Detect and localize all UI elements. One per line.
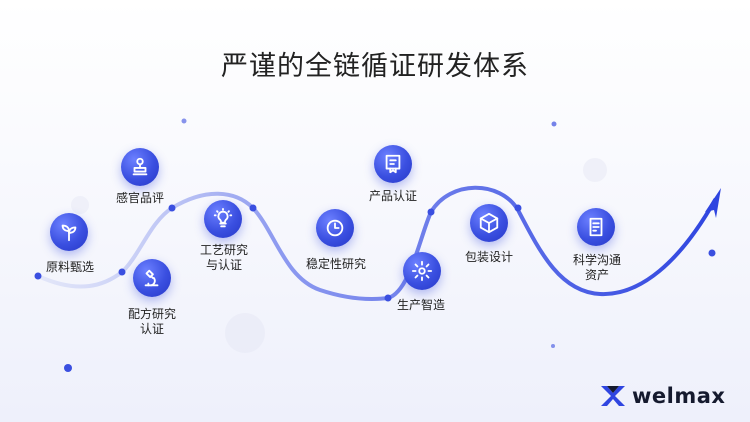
lightbulb-icon [213,208,233,228]
step-node-packaging [470,204,508,242]
curve-dot [181,118,187,124]
bg-bubble [583,158,607,182]
step-label-communication: 科学沟通资产 [572,253,622,282]
curve-dot [551,344,555,348]
step-node-sensory [121,148,159,186]
step-node-formula [133,259,171,297]
step-node-process [204,200,242,238]
flow-arrowhead [705,188,721,218]
step-label-formula: 配方研究认证 [127,307,177,336]
curve-dot [64,364,72,372]
welmax-logo-mark-icon [601,386,625,406]
step-label-manufacturing: 生产智造 [396,298,446,312]
step-label-sourcing: 原料甄选 [45,260,95,274]
curve-dot [514,204,522,212]
curve-dot [551,121,557,127]
microscope-icon [144,269,159,287]
curve-dot [427,208,435,216]
bg-bubble [71,196,89,214]
curve-dot [384,294,392,302]
curve-dot [118,268,126,276]
step-label-certification: 产品认证 [368,189,418,203]
step-node-stability [316,209,354,247]
curve-dot [249,204,257,212]
bg-bubble [225,313,265,353]
step-label-process: 工艺研究与认证 [199,243,249,272]
curve-dot [34,272,42,280]
step-label-stability: 稳定性研究 [305,257,367,271]
page-title: 严谨的全链循证研发体系 [221,51,529,82]
document-icon [589,217,603,237]
curve-dots [34,118,716,372]
brand-name: welmax [632,384,726,408]
stamp-icon [132,157,148,176]
certificate-icon [385,154,401,174]
sprout-icon [61,224,77,242]
step-node-sourcing [50,213,88,251]
curve-dot [168,204,176,212]
step-node-communication [577,208,615,246]
gear-icon [411,260,433,282]
curve-dot [708,249,716,257]
step-node-certification [374,145,412,183]
brand-logo: welmax [600,384,725,408]
step-node-manufacturing [403,252,441,290]
step-label-sensory: 感官品评 [115,191,165,205]
flow-wave [36,185,717,302]
clock-icon [326,219,344,237]
box-icon [479,212,499,234]
step-label-packaging: 包装设计 [464,250,514,264]
